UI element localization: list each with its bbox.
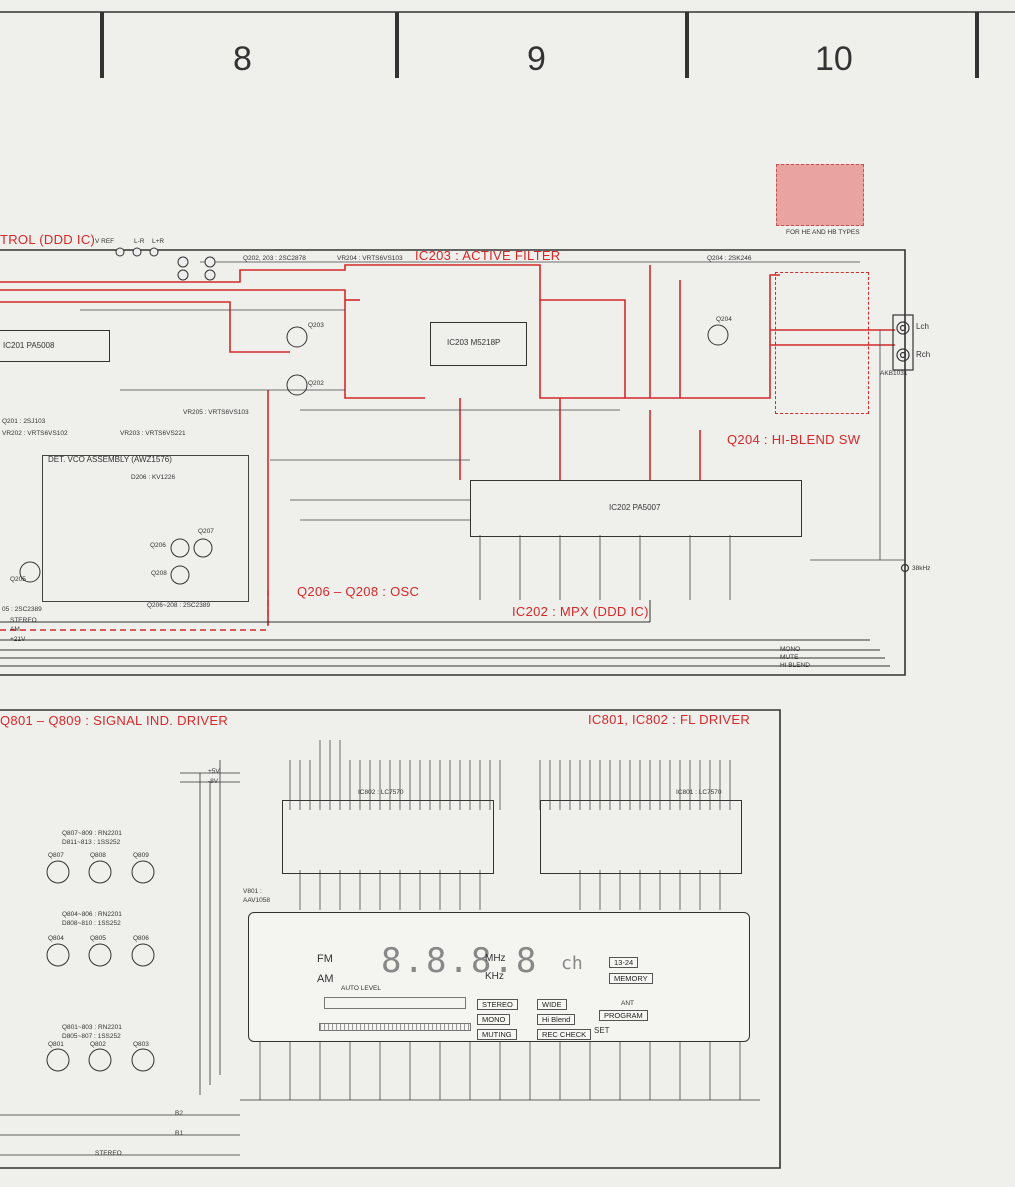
- d206-label: D206 : KV1226: [131, 474, 176, 481]
- column-number-8: 8: [233, 40, 252, 78]
- q807-label: Q807: [48, 852, 64, 859]
- q204-label: Q204 : 2SK246: [707, 255, 752, 262]
- display-wide: WIDE: [537, 999, 567, 1010]
- display-hi-blend: Hi Blend: [537, 1014, 576, 1025]
- bus-21v: +21V: [10, 636, 26, 643]
- bus-stereo-lower: STEREO: [95, 1150, 122, 1157]
- display-mhz: MHz: [485, 953, 506, 964]
- v801-label: V801 :: [243, 888, 262, 895]
- bus-8v: -8V: [208, 778, 219, 785]
- display-rec-check: REC CHECK: [537, 1029, 592, 1040]
- q805-label: Q805: [90, 935, 106, 942]
- q202-label: Q202, 203 : 2SC2878: [243, 255, 306, 262]
- fl-driver-title: IC801, IC802 : FL DRIVER: [588, 712, 751, 727]
- ic203-label: IC203 M5218P: [447, 338, 501, 347]
- q803-label: Q803: [133, 1041, 149, 1048]
- fl-display: FM AM 8.8.8.8 MHz KHz ch 13-24 MEMORY ST…: [248, 912, 750, 1042]
- lpr-label: L+R: [152, 238, 165, 245]
- he-hb-note: FOR HE AND HB TYPES: [786, 229, 860, 236]
- q804-label: Q804: [48, 935, 64, 942]
- d808-group-label: D808~810 : 1SS252: [62, 920, 121, 927]
- display-am: AM: [317, 973, 334, 985]
- mpx-title: IC202 : MPX (DDD IC): [512, 604, 649, 619]
- det-vco-label: DET. VCO ASSEMBLY (AWZ1576): [48, 455, 172, 464]
- level-meter-bar: [319, 1023, 471, 1031]
- q808-label: Q808: [90, 852, 106, 859]
- ic202-box: IC202 PA5007: [470, 480, 802, 537]
- ic203-box: IC203 M5218P: [430, 322, 527, 366]
- ic801-label: IC801 : LC7570: [676, 789, 722, 796]
- display-mono: MONO: [477, 1014, 511, 1025]
- bus-5v: +5V: [208, 768, 220, 775]
- display-stereo: STEREO: [477, 999, 518, 1010]
- output-filter-box: [775, 272, 869, 414]
- d811-group-label: D811~813 : 1SS252: [62, 839, 121, 846]
- bus-mute: MUTE: [780, 654, 799, 661]
- freq-38-label: 38kHz: [912, 565, 931, 572]
- d805-group-label: D805~807 : 1SS252: [62, 1033, 121, 1040]
- q204-label-part: Q204: [716, 316, 732, 323]
- display-preset-box: 13-24: [609, 957, 639, 968]
- lch-label: Lch: [916, 322, 929, 331]
- q206-label: Q206: [150, 542, 166, 549]
- level-meter-top: [324, 997, 466, 1009]
- q203-label: Q203: [308, 322, 324, 329]
- active-filter-title: IC203 : ACTIVE FILTER: [415, 248, 561, 263]
- akb-label: AKB1031: [880, 370, 908, 377]
- q205-label-part: Q205: [10, 576, 26, 583]
- column-number-9: 9: [527, 40, 546, 78]
- q801-label: Q801: [48, 1041, 64, 1048]
- det-vco-box: DET. VCO ASSEMBLY (AWZ1576) D206 : KV122…: [42, 455, 249, 602]
- q206-208-label: Q206~208 : 2SC2389: [147, 602, 211, 609]
- q207-label: Q207: [198, 528, 214, 535]
- column-number-10: 10: [815, 40, 853, 78]
- ic801-box: IC801 : LC7570: [540, 789, 742, 874]
- q801-group-label: Q801~803 : RN2201: [62, 1024, 122, 1031]
- ic802-box: IC802 : LC7570: [282, 789, 494, 874]
- vr204-label: VR204 : VRTS6VS103: [337, 255, 403, 262]
- q201-label: Q201 : 2SJ103: [2, 418, 46, 425]
- vref-label: V REF: [95, 238, 115, 245]
- display-fm: FM: [317, 953, 333, 965]
- bus-mono: MONO: [780, 646, 801, 653]
- ic802-label: IC802 : LC7570: [358, 789, 404, 796]
- hi-blend-title: Q204 : HI-BLEND SW: [727, 432, 861, 447]
- lr-label: L-R: [134, 238, 145, 245]
- q806-label: Q806: [133, 935, 149, 942]
- he-hb-inset: [776, 164, 864, 226]
- q202-label: Q202: [308, 380, 324, 387]
- bus-b1: B1: [175, 1130, 183, 1137]
- q205-label: 05 : 2SC2389: [2, 606, 42, 613]
- q809-label: Q809: [133, 852, 149, 859]
- display-digits: 8.8.8.8: [381, 941, 539, 981]
- display-ant: ANT: [621, 1000, 634, 1007]
- ic201-label: IC201 PA5008: [3, 341, 55, 350]
- q804-group-label: Q804~806 : RN2201: [62, 911, 122, 918]
- display-khz: KHz: [485, 971, 504, 982]
- vr205-label: VR205 : VRTS6VS103: [183, 409, 249, 416]
- control-ddd-title: TROL (DDD IC): [0, 232, 96, 247]
- display-muting: MUTING: [477, 1029, 517, 1040]
- vr203-label: VR203 : VRTS6VS221: [120, 430, 186, 437]
- rch-label: Rch: [916, 350, 931, 359]
- display-program: PROGRAM: [599, 1010, 648, 1021]
- bus-hi-blend: HI BLEND: [780, 662, 810, 669]
- display-memory-box: MEMORY: [609, 973, 653, 984]
- q802-label: Q802: [90, 1041, 106, 1048]
- bus-stereo: STEREO: [10, 617, 37, 624]
- q208-label: Q208: [151, 570, 167, 577]
- bus-am: AM: [10, 626, 20, 633]
- aav1058-label: AAV1058: [243, 897, 270, 904]
- display-set: SET: [594, 1026, 610, 1035]
- ic202-label: IC202 PA5007: [609, 503, 661, 512]
- q807-group-label: Q807~809 : RN2201: [62, 830, 122, 837]
- bus-b2: B2: [175, 1110, 183, 1117]
- display-auto-level: AUTO LEVEL: [341, 985, 381, 992]
- osc-title: Q206 – Q208 : OSC: [297, 584, 420, 599]
- ic201-box: IC201 PA5008: [0, 330, 110, 362]
- signal-driver-title: Q801 – Q809 : SIGNAL IND. DRIVER: [0, 713, 229, 728]
- vr202-label: VR202 : VRTS6VS102: [2, 430, 68, 437]
- display-ch: ch: [561, 953, 583, 974]
